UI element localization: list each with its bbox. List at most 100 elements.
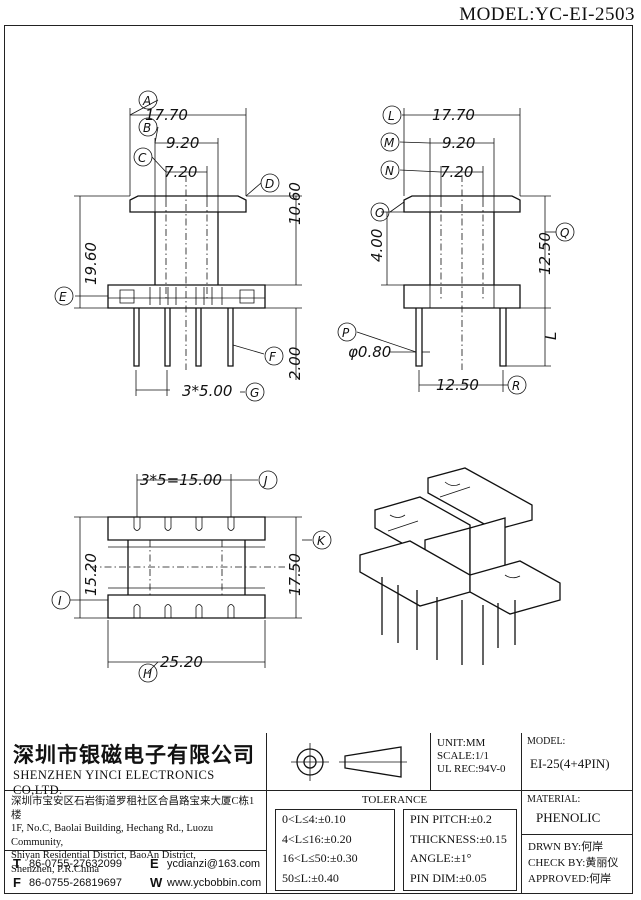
tolerance-length-box: 0<L≤4:±0.10 4<L≤16:±0.20 16<L≤50:±0.30 5… [275, 809, 395, 891]
dim-side-middle-width: 9.20 [442, 134, 475, 152]
address-line: 1F, No.C, Baolai Building, Hechang Rd., … [11, 823, 214, 848]
svg-text:L: L [388, 109, 395, 123]
callout-n: N [380, 160, 400, 180]
callout-f: F [264, 346, 284, 366]
drawn-by: DRWN BY:何岸 [528, 841, 604, 853]
dim-front-height: 10.60 [286, 182, 304, 225]
third-angle-projection-icon [291, 743, 407, 781]
tolerance-row: PIN PITCH:±0.2 [410, 812, 492, 826]
dim-front-middle-width: 9.20 [166, 134, 199, 152]
dim-side-flange-height: 4.00 [368, 229, 386, 262]
material-cell: MATERIAL: PHENOLIC [522, 791, 632, 835]
dim-front-core-width: 7.20 [164, 163, 197, 181]
svg-text:R: R [512, 379, 520, 393]
ul-rec-label: UL REC:94V-0 [437, 763, 506, 775]
dim-side-pin-span: 12.50 [436, 376, 479, 394]
tolerance-row: 50≤L:±0.40 [282, 870, 339, 885]
model-cell: MODEL: EI-25(4+4PIN) [522, 733, 632, 791]
callout-c: C [133, 147, 153, 167]
tolerance-cell: TOLERANCE 0<L≤4:±0.10 4<L≤16:±0.20 16<L≤… [267, 791, 522, 893]
dim-bottom-base-width: 25.20 [160, 653, 203, 671]
dim-side-pin-dia: φ0.80 [348, 343, 391, 361]
web-key: W [150, 875, 163, 890]
approved-by: APPROVED:何岸 [528, 873, 612, 885]
signature-cell: DRWN BY:何岸 CHECK BY:黄丽仪 APPROVED:何岸 [522, 835, 632, 893]
scale-label: SCALE:1/1 [437, 750, 489, 762]
svg-text:J: J [262, 474, 268, 488]
model-label: MODEL: [527, 736, 566, 747]
company-name-en: SHENZHEN YINCI ELECTRONICS CO,LTD. [13, 768, 215, 797]
front-view: 17.70 9.20 7.20 10.60 2.00 19.60 3*5.00 [74, 99, 304, 400]
tolerance-row: ANGLE:±1° [410, 851, 472, 865]
svg-text:K: K [317, 534, 326, 548]
dim-front-pin-pitch: 3*5.00 [182, 382, 232, 400]
model-value: EI-25(4+4PIN) [530, 756, 610, 771]
callout-l: L [382, 105, 402, 125]
svg-text:E: E [59, 290, 67, 304]
svg-text:B: B [143, 121, 151, 135]
tel-key: T [13, 856, 21, 871]
callout-a: A [138, 90, 158, 110]
callout-k: K [312, 530, 332, 550]
bottom-view: 3*5=15.00 15.20 17.50 25.20 [70, 471, 312, 673]
callout-o: O [370, 202, 390, 222]
technical-drawing: 17.70 9.20 7.20 10.60 2.00 19.60 3*5.00 [51, 90, 575, 683]
email-address: ycdianzi@163.com [167, 858, 261, 870]
callout-q: Q [555, 222, 575, 242]
svg-text:N: N [385, 164, 394, 178]
projection-symbol [267, 733, 431, 791]
company-cell: 深圳市银磁电子有限公司 SHENZHEN YINCI ELECTRONICS C… [5, 733, 267, 797]
dim-bottom-outer-span: 17.50 [286, 553, 304, 596]
contact-cell: T 86-0755-27632099 F 86-0755-26819697 E … [5, 851, 267, 893]
svg-text:P: P [342, 326, 350, 340]
dim-front-total-height: 19.60 [82, 242, 100, 285]
email-key: E [150, 856, 159, 871]
fax-number: 86-0755-26819697 [29, 877, 122, 889]
tolerance-header: TOLERANCE [361, 794, 428, 806]
tolerance-row: 0<L≤4:±0.10 [282, 812, 346, 826]
callout-i: I [51, 590, 71, 610]
svg-text:G: G [250, 386, 259, 400]
callout-m: M [380, 132, 400, 152]
tolerance-row: PIN DIM:±0.05 [410, 870, 487, 885]
dim-side-core-width: 7.20 [440, 163, 473, 181]
web-address: www.ycbobbin.com [167, 877, 262, 889]
material-label: MATERIAL: [527, 794, 581, 805]
check-by: CHECK BY:黄丽仪 [528, 857, 619, 869]
svg-text:H: H [143, 667, 152, 681]
svg-text:D: D [265, 177, 274, 191]
callout-g: G [245, 382, 265, 402]
tolerance-row: 16<L≤50:±0.30 [282, 851, 358, 865]
address-line: Shiyan Residential District, BaoAn Distr… [11, 850, 196, 861]
svg-text:A: A [142, 94, 151, 108]
svg-text:F: F [269, 350, 277, 364]
tolerance-row: 4<L≤16:±0.20 [282, 831, 352, 846]
dim-side-length: L [542, 332, 560, 340]
svg-text:M: M [384, 136, 395, 150]
unit-label: UNIT:MM [437, 737, 486, 749]
tel-number: 86-0755-27632099 [29, 858, 122, 870]
address-cell: 深圳市宝安区石岩街道罗租社区合昌路宝来大厦C栋1楼 1F, No.C, Baol… [5, 791, 267, 875]
model-title: MODEL:YC-EI-2503 [459, 4, 635, 25]
callout-e: E [54, 286, 74, 306]
dim-front-overall-width: 17.70 [145, 106, 188, 124]
address-line: Shenzhen, P.R.China [11, 863, 100, 875]
callout-j: J [258, 470, 278, 490]
callout-p: P [337, 322, 357, 342]
isometric-view [359, 467, 561, 665]
tolerance-pin-box: PIN PITCH:±0.2 THICKNESS:±0.15 ANGLE:±1°… [403, 809, 517, 891]
dim-side-overall-width: 17.70 [432, 106, 475, 124]
units-cell: UNIT:MM SCALE:1/1 UL REC:94V-0 [431, 733, 522, 791]
svg-text:O: O [375, 206, 384, 220]
callout-markers: A B C D E F G H I J K L M N O P Q R [51, 90, 575, 683]
svg-text:C: C [138, 151, 147, 165]
company-name-cn: 深圳市银磁电子有限公司 [13, 743, 255, 767]
material-value: PHENOLIC [536, 810, 601, 825]
side-view: 17.70 9.20 7.20 4.00 12.50 L φ0.80 12.50 [348, 106, 560, 394]
svg-text:I: I [58, 594, 62, 608]
tolerance-row: THICKNESS:±0.15 [410, 831, 507, 846]
dim-side-height: 12.50 [536, 232, 554, 275]
callout-h: H [138, 663, 158, 683]
callout-b: B [138, 117, 158, 137]
title-block: 深圳市银磁电子有限公司 SHENZHEN YINCI ELECTRONICS C… [5, 733, 632, 893]
